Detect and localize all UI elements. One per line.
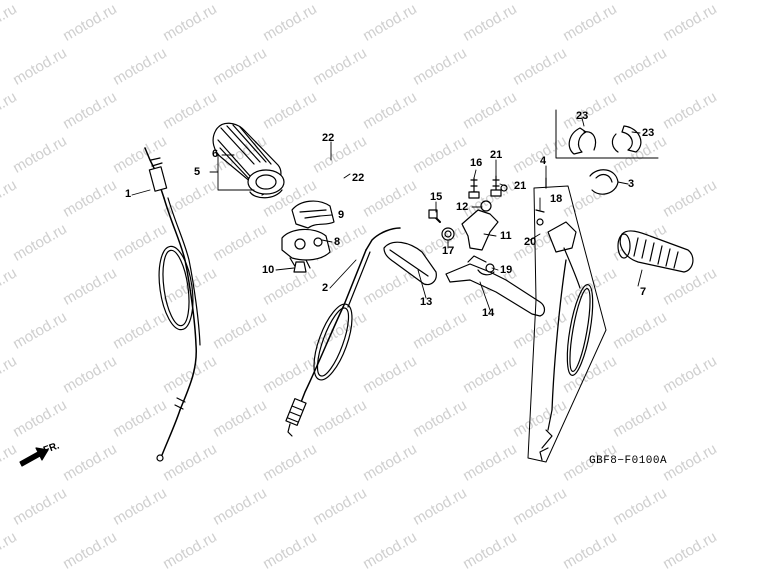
callout-1: 1: [125, 188, 132, 200]
callout-8: 8: [334, 236, 341, 248]
callout-6: 6: [212, 148, 219, 160]
callout-22a: 22: [322, 132, 335, 144]
callout-21a: 21: [490, 149, 503, 161]
callout-16: 16: [470, 157, 483, 169]
callout-18: 18: [550, 193, 563, 205]
left-grip: [617, 230, 694, 273]
lever-cover: [383, 241, 437, 286]
clutch-cable: [285, 227, 401, 437]
callout-21b: 21: [514, 180, 527, 192]
callout-10: 10: [262, 264, 275, 276]
callout-12: 12: [456, 201, 469, 213]
lever-bracket: [428, 175, 508, 251]
callout-14: 14: [482, 307, 495, 319]
clutch-switch: [535, 209, 581, 289]
callout-3: 3: [628, 178, 635, 190]
callout-2: 2: [322, 282, 329, 294]
nut-19: [485, 263, 495, 273]
throttle-cable: [144, 147, 201, 462]
callout-23b: 23: [642, 127, 655, 139]
clamp-3: [589, 169, 619, 195]
callout-17: 17: [442, 245, 455, 257]
callout-9: 9: [338, 209, 345, 221]
callout-15: 15: [430, 191, 443, 203]
clutch-lever: [445, 255, 546, 317]
callout-23a: 23: [576, 110, 589, 122]
callout-5: 5: [194, 166, 201, 178]
callout-19: 19: [500, 264, 513, 276]
callout-13: 13: [420, 296, 433, 308]
part-4-box: [527, 177, 607, 463]
callout-22b: 22: [352, 172, 365, 184]
leader-lines: [131, 117, 643, 311]
callout-4: 4: [540, 155, 547, 167]
front-direction-arrow: [19, 447, 49, 467]
callout-7: 7: [640, 286, 647, 298]
diagram-code: GBF8−F0100A: [589, 455, 668, 467]
throttle-housing: [281, 200, 335, 273]
callout-20: 20: [524, 236, 537, 248]
callout-11: 11: [500, 230, 512, 242]
throttle-grip: [212, 122, 285, 199]
